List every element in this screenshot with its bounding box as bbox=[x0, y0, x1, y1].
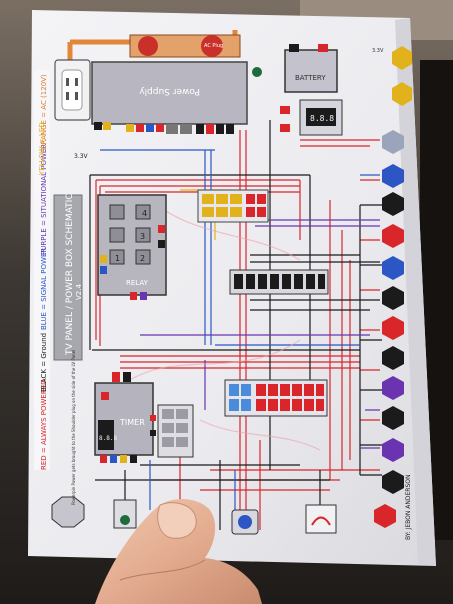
relay-module: 4 3 2 1 RELAY bbox=[97, 194, 167, 300]
voltage-label: 3.3V bbox=[74, 153, 89, 160]
power-supply-label: Power Supply bbox=[139, 86, 200, 96]
power-supply: Power Supply 3.3V bbox=[74, 61, 262, 160]
author-block: BY: JEBON ANDERSON bbox=[405, 475, 412, 540]
legend-red: RED = ALWAYS POWERED bbox=[40, 379, 48, 470]
legend-purple: PURPLE = SITUATIONAL POWER bbox=[40, 144, 48, 255]
bottom-devices bbox=[51, 496, 337, 535]
wiring bbox=[67, 30, 382, 530]
ac-plug-label: AC Plug bbox=[204, 43, 223, 49]
legend-yellow: YELLOW = LED bbox=[38, 122, 46, 176]
relay-number-1: 1 bbox=[115, 254, 120, 263]
battery-monitor-readout: 8.8.8 bbox=[310, 114, 334, 123]
hand bbox=[95, 498, 262, 604]
note-block: Powerpin Power gets brought to the Shoul… bbox=[71, 350, 76, 505]
right-indicator-column bbox=[374, 130, 404, 528]
terminal-strip bbox=[229, 269, 329, 295]
distribution-block bbox=[224, 379, 328, 417]
timer-module: 8.8.8 TIMER bbox=[94, 372, 154, 463]
relay-number-2: 2 bbox=[140, 254, 145, 263]
battery: BATTERY bbox=[284, 44, 338, 93]
led-block bbox=[197, 189, 269, 223]
schematic-version: V2.4 bbox=[75, 284, 83, 300]
relay-number-3: 3 bbox=[140, 232, 145, 241]
ac-outlet bbox=[54, 59, 91, 121]
top-voltage-label: 3.3V bbox=[372, 48, 384, 54]
top-right-indicators: 3.3V bbox=[372, 46, 412, 106]
note-text: Powerpin Power gets brought to the Shoul… bbox=[71, 350, 76, 505]
legend-column: RED = ALWAYS POWERED BLACK = Ground BLUE… bbox=[34, 70, 50, 470]
ac-plug: AC Plug bbox=[129, 34, 241, 58]
battery-monitor: 8.8.8 bbox=[280, 99, 343, 136]
legend-blue: BLUE = SIGNAL POWER bbox=[40, 248, 48, 330]
relay-number-4: 4 bbox=[142, 209, 147, 218]
legend-black: BLACK = Ground bbox=[40, 333, 48, 392]
relay-label: RELAY bbox=[126, 279, 149, 287]
timer-label: TIMER bbox=[119, 418, 145, 427]
switch-cluster bbox=[150, 404, 194, 458]
title-block: TV PANEL / POWER BOX SCHEMATIC V2.4 bbox=[53, 193, 83, 361]
schematic-title: TV PANEL / POWER BOX SCHEMATIC bbox=[65, 193, 75, 356]
battery-label: BATTERY bbox=[295, 74, 326, 82]
author-text: BY: JEBON ANDERSON bbox=[405, 475, 412, 540]
timer-display: 8.8.8 bbox=[99, 435, 117, 442]
legend-orange: ORANGE = AC (120V) bbox=[40, 74, 48, 150]
